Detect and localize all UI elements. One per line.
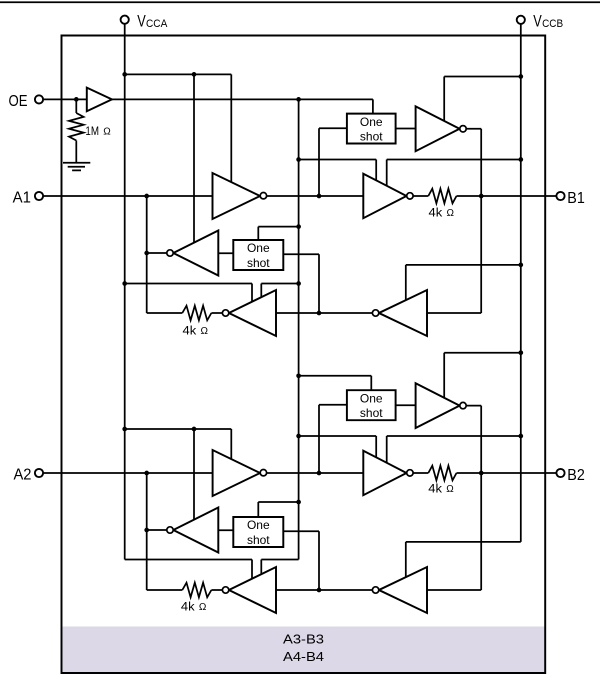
- svg-text:shot: shot: [360, 130, 383, 144]
- svg-text:One: One: [247, 518, 270, 532]
- svg-text:One: One: [360, 115, 383, 129]
- svg-text:4k: 4k: [183, 324, 198, 338]
- svg-text:shot: shot: [360, 406, 383, 420]
- svg-text:B1: B1: [567, 190, 585, 207]
- svg-text:A1: A1: [13, 189, 31, 206]
- svg-text:shot: shot: [247, 533, 270, 547]
- svg-text:4k: 4k: [181, 600, 196, 614]
- svg-text:B2: B2: [567, 467, 585, 484]
- svg-text:shot: shot: [247, 256, 270, 270]
- svg-text:Ω: Ω: [446, 484, 454, 495]
- svg-text:Ω: Ω: [447, 208, 455, 219]
- svg-text:V: V: [533, 12, 542, 30]
- svg-text:A4-B4: A4-B4: [283, 649, 324, 664]
- svg-text:4k: 4k: [429, 206, 444, 220]
- svg-text:A2: A2: [14, 466, 32, 483]
- svg-text:V: V: [137, 12, 146, 30]
- svg-text:Ω: Ω: [199, 602, 207, 613]
- svg-text:4k: 4k: [428, 481, 443, 495]
- svg-text:1M: 1M: [85, 124, 99, 138]
- svg-text:A3-B3: A3-B3: [283, 632, 324, 647]
- svg-text:OE: OE: [9, 93, 28, 110]
- svg-text:One: One: [247, 241, 270, 255]
- svg-text:Ω: Ω: [201, 326, 209, 337]
- svg-text:One: One: [360, 391, 383, 405]
- svg-text:Ω: Ω: [103, 126, 111, 137]
- svg-text:CCB: CCB: [542, 18, 563, 30]
- svg-text:CCA: CCA: [146, 18, 168, 30]
